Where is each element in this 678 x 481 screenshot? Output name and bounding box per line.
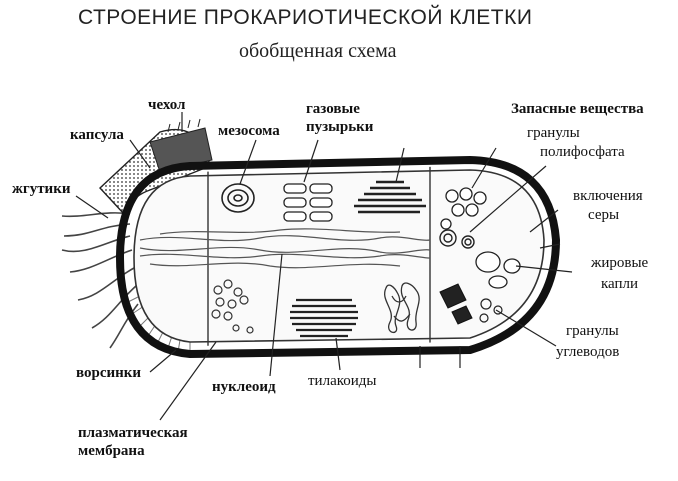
diagram-title: СТРОЕНИЕ ПРОКАРИОТИЧЕСКОЙ КЛЕТКИ: [78, 6, 533, 29]
small-granules-left: [211, 279, 254, 334]
cell-wall: [115, 155, 561, 359]
label-polyphosphate-2: полифосфата: [540, 144, 625, 160]
photosynthetic-membranes: [384, 282, 420, 333]
label-carbohydrate-2: углеводов: [556, 344, 620, 360]
diagram-subtitle: обобщенная схема: [239, 40, 397, 62]
leader-lines: [75, 112, 573, 421]
thylakoid-stack-lower: [290, 298, 358, 338]
label-sheath: чехол: [148, 97, 186, 113]
label-storage-substances: Запасные вещества: [511, 101, 644, 117]
label-polyphosphate-1: гранулы: [527, 125, 580, 141]
label-carbohydrate-1: гранулы: [566, 323, 619, 339]
label-pili: ворсинки: [76, 365, 142, 381]
label-sulfur-2: серы: [588, 207, 620, 223]
label-lipid-1: жировые: [591, 255, 649, 271]
label-plasma-membrane-1: плазматическая: [78, 425, 188, 441]
label-capsule: капсула: [70, 127, 124, 143]
plasma-membrane-outline: [133, 169, 545, 343]
polyphosphate-granules: [440, 187, 487, 230]
sheath: [149, 127, 213, 173]
label-lipid-2: капли: [601, 276, 639, 292]
label-flagella: жгутики: [12, 181, 71, 197]
sulfur-inclusions: [439, 229, 475, 249]
label-gas-vesicles-1: газовые: [306, 101, 360, 117]
flagella: [61, 212, 139, 349]
label-gas-vesicles-2: пузырьки: [306, 119, 374, 135]
carbohydrate-granules: [439, 283, 473, 325]
thylakoid-stack-upper: [354, 180, 426, 214]
label-thylakoids: тилакоиды: [308, 373, 377, 389]
label-mesosome: мезосома: [218, 123, 280, 139]
label-sulfur-1: включения: [573, 188, 643, 204]
lipid-droplets: [475, 251, 521, 289]
nucleoid: [139, 228, 431, 269]
label-plasma-membrane-2: мембрана: [78, 443, 145, 459]
label-nucleoid: нуклеоид: [212, 379, 276, 395]
mesosome: [221, 183, 255, 213]
gas-vesicles: [283, 183, 333, 222]
